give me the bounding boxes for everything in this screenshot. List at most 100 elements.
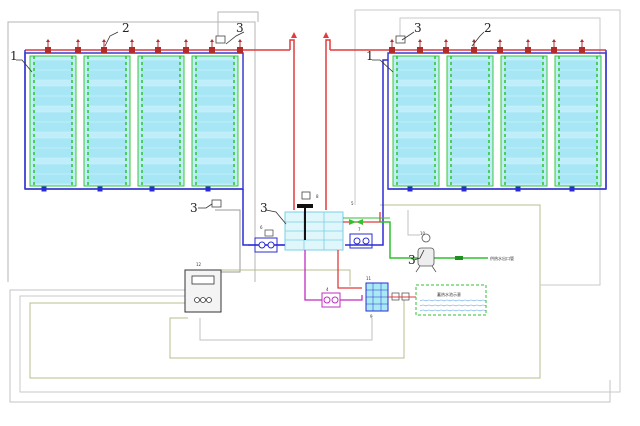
- pool-waves: [419, 299, 487, 312]
- left-return-pipe: [242, 189, 285, 246]
- pipe-valve-icon: [209, 47, 215, 53]
- part-12-label: 12: [196, 262, 202, 267]
- right-supply-riser: [325, 39, 331, 210]
- air-vent-icon: [552, 39, 556, 42]
- control-wire-top-left: [217, 11, 259, 42]
- control-wire-bottom-5: [199, 318, 373, 341]
- control-wire-right-sensor: [399, 17, 601, 286]
- pipe-valve-icon: [45, 47, 51, 53]
- sensor-left-bottom: [211, 199, 222, 208]
- callout-3-top-left: 3: [236, 21, 244, 35]
- loop-pump: [321, 292, 341, 308]
- bottom-valve-icon: [569, 186, 575, 192]
- right-bottom-valves: [407, 186, 575, 192]
- controller-button-1: [194, 297, 200, 303]
- left-collector-tubes: [32, 56, 236, 186]
- pool-label: 蓄热水池示意: [437, 291, 461, 297]
- pipe-valve-icon: [155, 47, 161, 53]
- heat-exchanger: [365, 282, 416, 312]
- bottom-valve-icon: [515, 186, 521, 192]
- pipe-valve-icon: [579, 47, 585, 53]
- part-9-label: 9: [370, 314, 373, 319]
- part-6-label: 6: [260, 225, 263, 230]
- central-supply-risers: [289, 32, 331, 210]
- callout-3-tank: 3: [260, 201, 268, 215]
- controller-display: [191, 275, 215, 285]
- circulation-pump-loop: [304, 250, 363, 308]
- bottom-valve-icon: [41, 186, 47, 192]
- air-vent-icon: [102, 39, 106, 42]
- callout-2-left: 2: [122, 21, 130, 35]
- left-riser-vent-icon: [291, 32, 297, 38]
- air-vent-icon: [498, 39, 502, 42]
- bottom-valve-icon: [205, 186, 211, 192]
- air-vent-icon: [238, 39, 242, 42]
- air-vent-icon: [46, 39, 50, 42]
- right-collector-array: [330, 39, 607, 246]
- pool-wave: [419, 299, 487, 302]
- controller-button-3: [206, 297, 212, 303]
- right-riser-vent-icon: [323, 32, 329, 38]
- pipe-valve-icon: [551, 47, 557, 53]
- tank-sensor-box: [301, 191, 311, 200]
- pipe-valve-icon: [497, 47, 503, 53]
- bottom-valve-icon: [461, 186, 467, 192]
- callouts: [16, 31, 485, 261]
- pool-wave: [419, 304, 487, 307]
- pipe-valve-icon: [443, 47, 449, 53]
- bottom-valve-icon: [407, 186, 413, 192]
- pipe-valve-icon: [101, 47, 107, 53]
- callout-2-right: 2: [484, 21, 492, 35]
- air-vent-icon: [390, 39, 394, 42]
- controller-button-2: [200, 297, 206, 303]
- heat-storage-pool: 蓄热水池示意: [415, 284, 487, 316]
- air-vent-icon: [210, 39, 214, 42]
- pipe-valve-icon: [389, 47, 395, 53]
- control-wire-left-loop: [7, 21, 256, 282]
- part-8-label: 8: [316, 194, 319, 199]
- storage-tank: [284, 191, 344, 251]
- callout-1-left: 1: [10, 49, 18, 63]
- part-4-label: 4: [326, 287, 329, 292]
- right-return-pipe: [345, 59, 388, 246]
- pipe-valve-icon: [129, 47, 135, 53]
- outlet-label: 供热水出口管: [490, 255, 514, 261]
- left-bottom-valves: [41, 186, 211, 192]
- callout-3-left-lower: 3: [190, 201, 198, 215]
- pool-wave: [419, 309, 487, 312]
- sensor-right-top: [395, 35, 406, 44]
- left-collector-array: [24, 39, 290, 246]
- control-wire-bottom-2: [19, 9, 621, 393]
- heater-body: [417, 247, 435, 267]
- control-wire-mid: [215, 209, 241, 273]
- temperature-sensors: [211, 35, 406, 208]
- air-vent-icon: [444, 39, 448, 42]
- air-vent-icon: [130, 39, 134, 42]
- air-vent-icon: [418, 39, 422, 42]
- control-wire-bottom-1: [9, 289, 611, 403]
- part-5-label: 5: [351, 201, 354, 206]
- bottom-valve-icon: [149, 186, 155, 192]
- control-wire-bottom-4: [169, 300, 405, 359]
- right-circulation-pump: [349, 233, 373, 249]
- control-wire-bottom-3: [29, 204, 541, 379]
- hot-water-outlet-line: 供热水出口管: [343, 217, 514, 261]
- part-10-label: 10: [420, 231, 426, 236]
- control-wire-mid-2: [218, 269, 351, 286]
- pipe-valve-icon: [183, 47, 189, 53]
- left-supply-riser: [289, 39, 295, 210]
- part-7-label: 7: [358, 227, 361, 232]
- control-wire-to-pump: [407, 210, 420, 236]
- air-vent-icon: [580, 39, 584, 42]
- pipe-valve-icon: [75, 47, 81, 53]
- left-circulation-pump: [248, 229, 285, 253]
- air-vent-icon: [156, 39, 160, 42]
- right-header-valves: [389, 39, 585, 53]
- pipe-valve-icon: [471, 47, 477, 53]
- tank-heater-icon: [297, 204, 313, 208]
- air-vent-icon: [472, 39, 476, 42]
- callout-1-right: 1: [366, 49, 374, 63]
- left-header-valves: [45, 39, 243, 53]
- part-11-label: 11: [366, 276, 372, 281]
